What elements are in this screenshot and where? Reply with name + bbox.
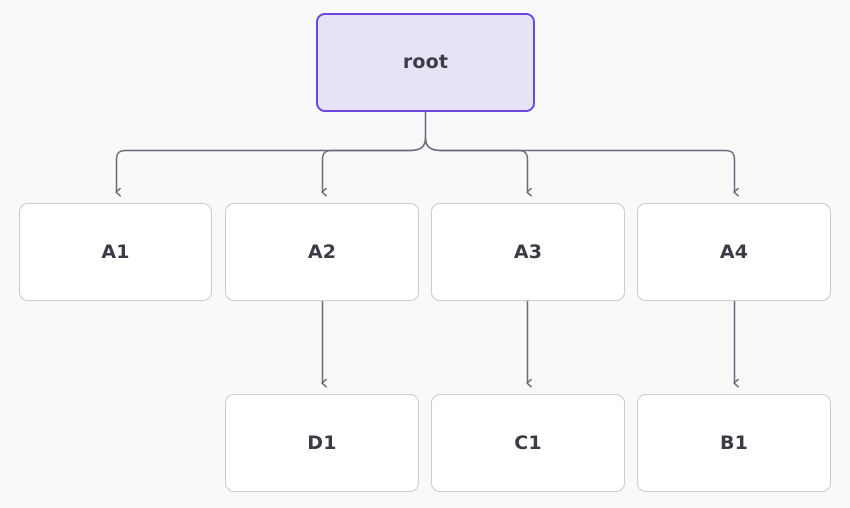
node-a3[interactable]: A3 (431, 203, 625, 301)
node-a4-label: A4 (719, 240, 749, 263)
node-b1[interactable]: B1 (637, 394, 831, 492)
edge-root-A4 (424, 137, 735, 192)
edge-root-A3 (424, 137, 528, 192)
node-b1-label: B1 (719, 431, 749, 454)
node-a1[interactable]: A1 (19, 203, 212, 301)
node-c1[interactable]: C1 (431, 394, 625, 492)
node-a4[interactable]: A4 (637, 203, 831, 301)
edge-root-A1 (117, 137, 427, 192)
node-d1-label: D1 (307, 431, 337, 454)
node-d1[interactable]: D1 (225, 394, 419, 492)
node-root[interactable]: root (316, 13, 535, 112)
node-c1-label: C1 (514, 431, 542, 454)
node-a3-label: A3 (513, 240, 543, 263)
node-a2[interactable]: A2 (225, 203, 419, 301)
node-a1-label: A1 (101, 240, 130, 263)
node-root-label: root (402, 51, 449, 73)
node-a2-label: A2 (307, 240, 337, 263)
edge-root-A2 (323, 137, 427, 192)
